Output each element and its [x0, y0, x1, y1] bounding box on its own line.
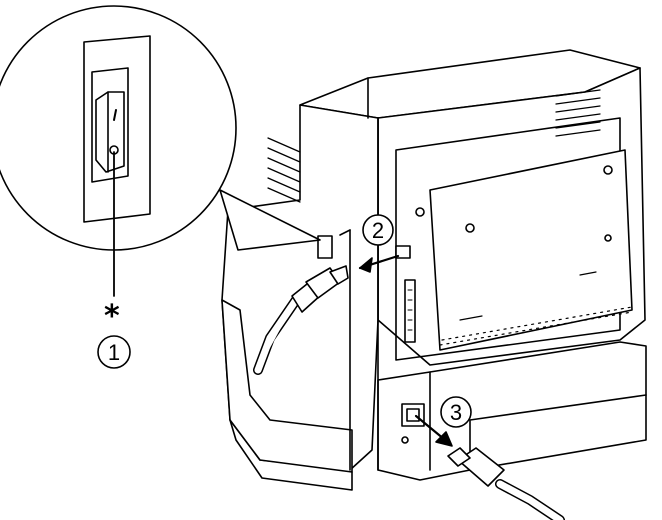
power-switch-icon [95, 91, 125, 173]
screw-icon [604, 234, 612, 242]
perforation-row [439, 271, 633, 346]
ac-inlet [401, 403, 425, 427]
interface-slot [404, 279, 416, 343]
switch-magnifier [0, 5, 321, 251]
screw-icon [415, 207, 425, 217]
vent-grille-right [555, 89, 601, 137]
power-cord-icon [447, 447, 565, 520]
usb-port [395, 245, 411, 259]
callout-step-2: 2 [362, 214, 394, 246]
asterisk-mark: * [104, 299, 120, 334]
callout-step-1: 1 [97, 335, 131, 369]
printer-power-switch [317, 235, 333, 259]
arrow-icon-step3 [414, 414, 453, 447]
screw-icon [401, 436, 409, 444]
callout-step-3-label: 3 [450, 400, 462, 425]
screw-icon [603, 165, 613, 175]
screw-icon [465, 223, 475, 233]
vent-grille-left [267, 137, 301, 203]
arrow-icon-step2 [358, 254, 400, 273]
callout-step-1-label: 1 [108, 340, 120, 365]
callout-step-2-label: 2 [372, 218, 384, 243]
callout-step-3: 3 [440, 396, 472, 428]
printer-body [221, 49, 647, 491]
usb-cable-icon [253, 265, 349, 375]
